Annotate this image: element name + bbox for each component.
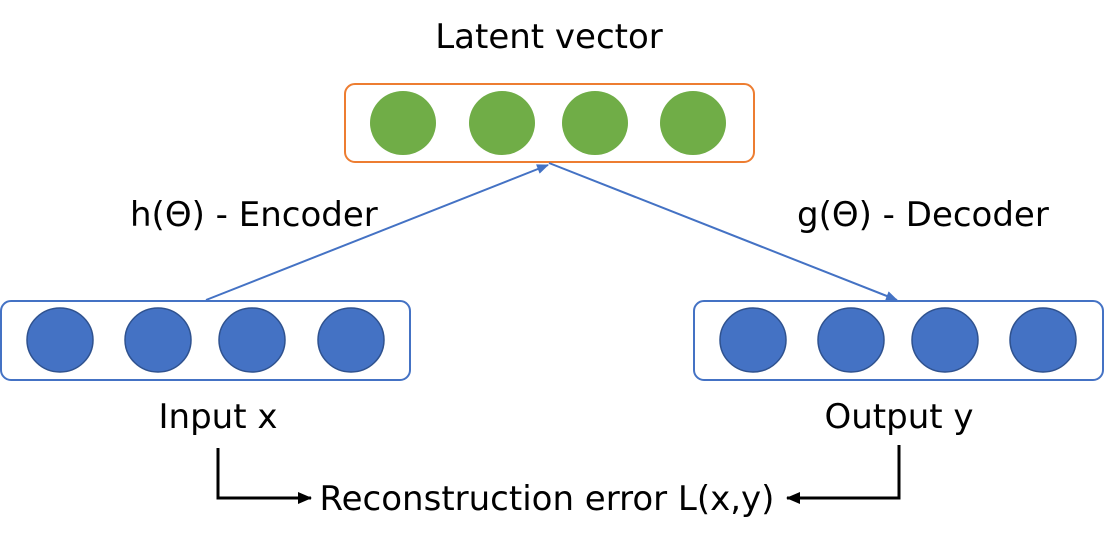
encoder-arrow	[205, 164, 549, 301]
reconstruction-error-label: Reconstruction error L(x,y)	[319, 479, 775, 519]
input-nodes	[26, 307, 385, 373]
output-node	[817, 307, 885, 373]
input-node	[124, 307, 192, 373]
input-node	[218, 307, 286, 373]
output-to-loss-arrow	[786, 445, 901, 504]
latent-vector-label: Latent vector	[435, 17, 663, 57]
output-node	[911, 307, 979, 373]
latent-nodes	[370, 91, 726, 155]
latent-vector-box	[344, 83, 755, 163]
latent-node	[562, 91, 628, 155]
output-layer-box	[693, 300, 1104, 381]
input-node	[26, 307, 94, 373]
output-nodes	[719, 307, 1077, 373]
input-node	[317, 307, 385, 373]
latent-node	[660, 91, 726, 155]
decoder-label: g(Θ) - Decoder	[797, 195, 1049, 235]
output-node	[719, 307, 787, 373]
output-label: Output y	[824, 397, 974, 437]
decoder-arrow	[548, 162, 898, 301]
encoder-label: h(Θ) - Encoder	[130, 195, 378, 235]
input-label: Input x	[158, 397, 278, 437]
input-to-loss-arrow	[216, 448, 312, 504]
output-node	[1009, 307, 1077, 373]
latent-node	[469, 91, 535, 155]
input-layer-box	[0, 300, 411, 381]
latent-node	[370, 91, 436, 155]
